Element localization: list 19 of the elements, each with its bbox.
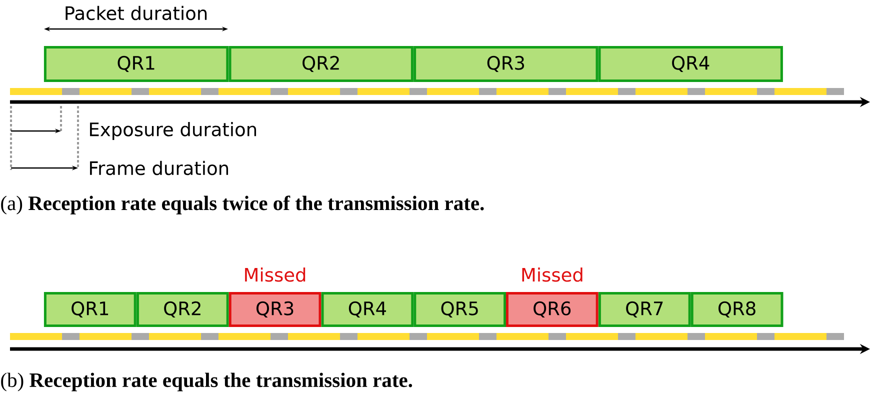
missed-label: Missed [522, 267, 582, 282]
packet-box: QR1 [44, 46, 229, 82]
missed-label: Missed [245, 267, 306, 282]
dimension-label: Packet duration [66, 6, 207, 20]
packet-box: QR4 [321, 292, 414, 327]
packet-box: QR8 [690, 292, 784, 327]
missed-packet-box: QR3 [228, 292, 322, 327]
dimension-label: Frame duration [90, 160, 228, 176]
caption: (a) Reception rate equals twice of the transmission rate. [1, 196, 484, 214]
dimension-label: Exposure duration [90, 122, 256, 140]
packet-box: QR4 [598, 46, 783, 82]
packet-box: QR3 [414, 46, 598, 82]
packet-box: QR2 [136, 292, 229, 327]
packet-box: QR7 [598, 292, 691, 327]
packet-box: QR5 [414, 292, 506, 327]
caption: (b) Reception rate equals the transmission rate. [1, 372, 412, 392]
missed-packet-box: QR6 [506, 292, 598, 327]
packet-box: QR2 [228, 46, 414, 82]
packet-box: QR1 [44, 292, 136, 327]
